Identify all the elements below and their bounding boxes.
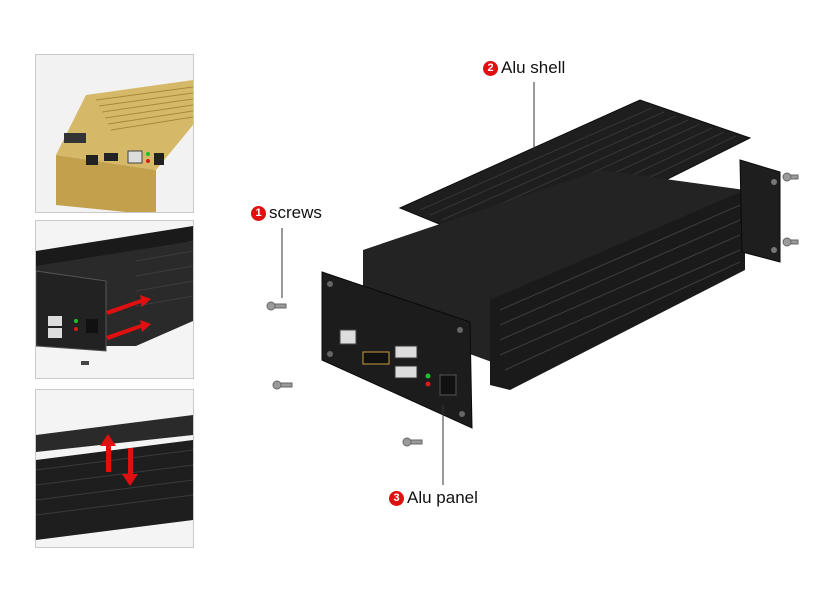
led-green (425, 373, 431, 379)
screw-4 (782, 172, 799, 182)
hdmi-port (362, 351, 390, 365)
usb-a-port-2 (394, 365, 418, 379)
callout-label: Alu panel (407, 488, 478, 507)
callout-alu-shell: 2 Alu shell (483, 58, 565, 78)
back-panel (739, 159, 781, 263)
callout-number-badge: 2 (483, 60, 498, 76)
callout-alu-panel: 3 Alu panel (389, 488, 478, 508)
screw-5 (782, 237, 799, 247)
thumbnail-gold-enclosure (35, 54, 194, 213)
callout-label: screws (269, 203, 322, 222)
screw-3 (402, 437, 423, 447)
screw-1 (266, 301, 287, 311)
callout-screws: 1 screws (251, 203, 322, 223)
usb-b-port (339, 329, 357, 345)
dc-jack (439, 374, 457, 396)
thumbnail-slide-panel (35, 220, 194, 379)
alu-shell-body (363, 170, 745, 365)
thumbnail-slide-shell (35, 389, 194, 548)
led-red (425, 381, 431, 387)
callout-number-badge: 1 (251, 205, 266, 221)
usb-a-port-1 (394, 345, 418, 359)
screw-2 (272, 380, 293, 390)
callout-number-badge: 3 (389, 490, 404, 506)
callout-label: Alu shell (501, 58, 566, 77)
